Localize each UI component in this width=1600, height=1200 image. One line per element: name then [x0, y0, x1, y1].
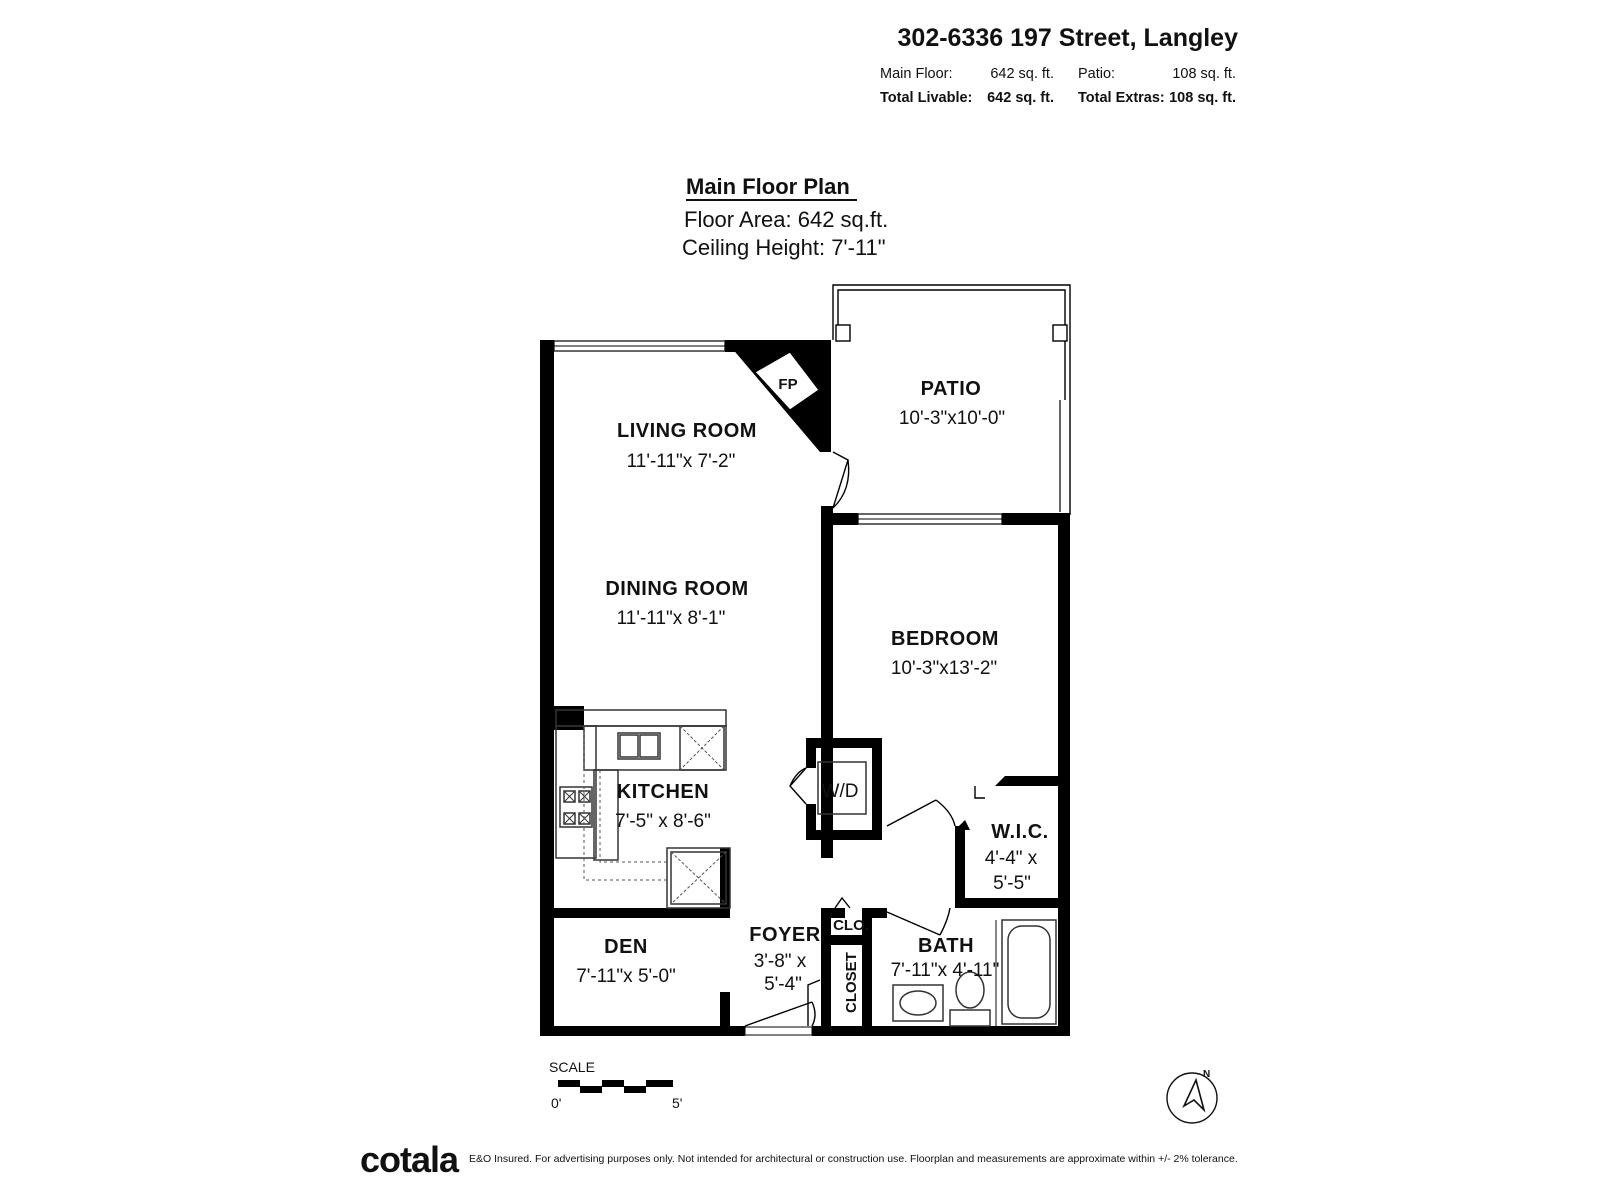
bedroom-dims: 10'-3"x13'-2" — [891, 658, 997, 679]
scale-bar: SCALE 0' 5' — [549, 1059, 682, 1111]
fireplace-box — [754, 351, 820, 411]
stove — [559, 786, 593, 828]
dishwasher — [679, 725, 725, 771]
scale-end: 5' — [672, 1095, 682, 1111]
den-name: DEN — [604, 936, 648, 958]
patio-dims: 10'-3"x10'-0" — [899, 408, 1005, 429]
patio-area-value: 108 sq. ft. — [1172, 66, 1236, 82]
patio-name: PATIO — [921, 378, 982, 400]
ceiling-height-text: Ceiling Height: 7'-11" — [682, 235, 886, 260]
scale-start: 0' — [551, 1095, 561, 1111]
living-room-name: LIVING ROOM — [617, 420, 757, 442]
main-floor-label: Main Floor: — [880, 66, 953, 82]
bedroom-name: BEDROOM — [891, 628, 999, 650]
scale-segment-4 — [624, 1086, 646, 1093]
main-floor-value: 642 sq. ft. — [990, 66, 1054, 82]
doors — [744, 451, 985, 1027]
den-dims: 7'-11"x 5'-0" — [576, 966, 676, 987]
total-extras-label: Total Extras: — [1078, 90, 1165, 106]
clo-label: CLO. — [833, 917, 869, 934]
scale-segment-5 — [646, 1080, 673, 1087]
kitchen-name: KITCHEN — [617, 781, 709, 803]
dining-room-name: DINING ROOM — [605, 578, 748, 600]
living-room-dims: 11'-11"x 7'-2" — [627, 451, 736, 472]
wic-dims-line2: 5'-5" — [993, 873, 1031, 894]
disclaimer-text: E&O Insured. For advertising purposes on… — [469, 1153, 1238, 1165]
bath-dims: 7'-11"x 4'-11" — [891, 960, 1000, 981]
wic-name: W.I.C. — [991, 821, 1048, 843]
toilet-tank — [949, 1009, 991, 1027]
brand-logo: cotala — [360, 1139, 460, 1180]
compass-north-label: N — [1203, 1069, 1210, 1080]
washer-dryer-unit — [817, 761, 867, 815]
kitchen-fixtures — [555, 709, 731, 909]
kitchen-dims: 7'-5" x 8'-6" — [615, 811, 711, 832]
room-labels: LIVING ROOM 11'-11"x 7'-2" DINING ROOM 1… — [576, 376, 1048, 1013]
plan-title: Main Floor Plan — [686, 174, 850, 199]
washer-dryer-label: W/D — [822, 781, 859, 802]
fridge — [666, 847, 731, 909]
toilet-bowl — [955, 971, 985, 1009]
closet-label: CLOSET — [843, 952, 860, 1013]
patio-post-right — [1052, 324, 1068, 342]
foyer-dims-line2: 5'-4" — [764, 974, 802, 995]
header: 302-6336 197 Street, Langley Main Floor:… — [880, 24, 1238, 106]
wic-dims-line1: 4'-4" x — [985, 848, 1038, 869]
scale-segment-1 — [558, 1080, 580, 1087]
patio-area-label: Patio: — [1078, 66, 1115, 82]
fireplace-label: FP — [778, 376, 797, 393]
scale-segment-2 — [580, 1086, 602, 1093]
total-livable-label: Total Livable: — [880, 90, 972, 106]
patio-outline — [832, 284, 1071, 515]
plan-title-block: Main Floor Plan Floor Area: 642 sq.ft. C… — [682, 174, 888, 260]
walls — [540, 340, 1070, 1036]
sink — [617, 732, 661, 760]
footer: cotala E&O Insured. For advertising purp… — [360, 1139, 1238, 1180]
property-address: 302-6336 197 Street, Langley — [898, 24, 1239, 52]
floor-area-text: Floor Area: 642 sq.ft. — [684, 207, 888, 232]
dining-room-dims: 11'-11"x 8'-1" — [617, 608, 726, 629]
bathtub — [1001, 919, 1057, 1025]
bath-name: BATH — [918, 935, 974, 957]
foyer-dims-line1: 3'-8" x — [754, 951, 807, 972]
total-livable-value: 642 sq. ft. — [987, 90, 1054, 106]
patio-post-left — [835, 324, 851, 342]
bath-fixtures — [892, 919, 1057, 1027]
scale-title: SCALE — [549, 1059, 595, 1075]
compass-icon: N — [1166, 1069, 1218, 1124]
total-extras-value: 108 sq. ft. — [1169, 90, 1236, 106]
scale-segment-3 — [602, 1080, 624, 1087]
bath-sink — [892, 984, 944, 1022]
foyer-name: FOYER — [749, 924, 820, 946]
